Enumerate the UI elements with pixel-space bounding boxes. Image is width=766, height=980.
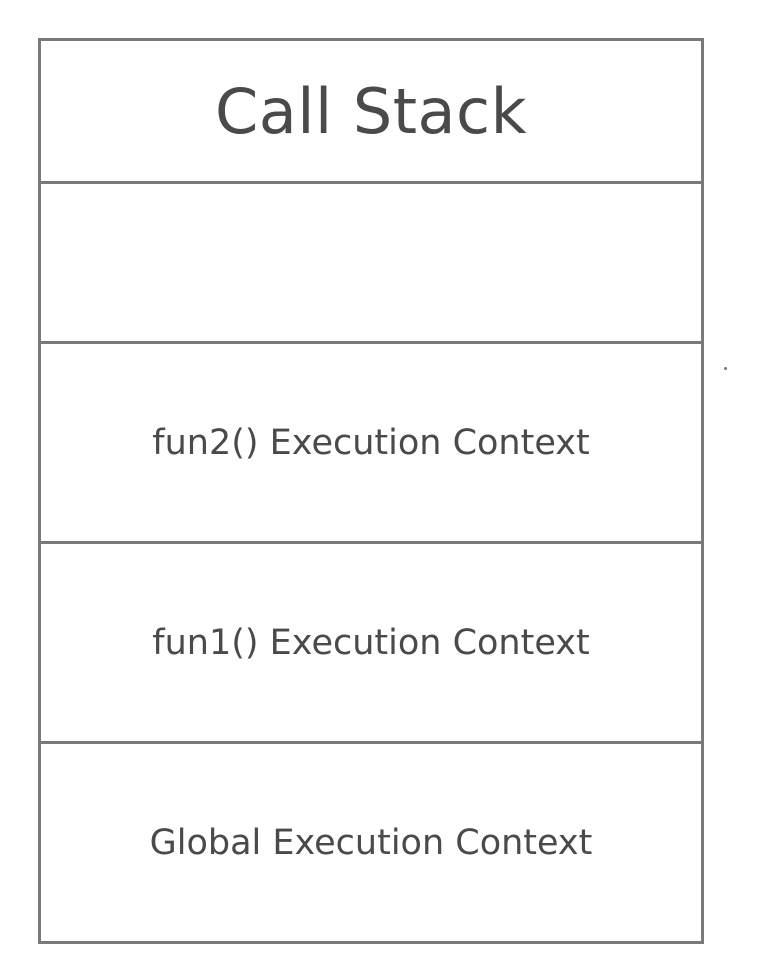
stack-frame-label: fun1() Execution Context <box>152 622 590 663</box>
call-stack-title: Call Stack <box>214 74 528 148</box>
stack-frame-empty <box>41 181 701 341</box>
call-stack-diagram: Call Stack fun2() Execution Context fun1… <box>38 38 704 944</box>
stack-frame-global: Global Execution Context <box>41 741 701 941</box>
call-stack-header: Call Stack <box>41 41 701 181</box>
stack-frame-fun2: fun2() Execution Context <box>41 341 701 541</box>
stack-frame-label: Global Execution Context <box>149 822 593 863</box>
stack-frame-fun1: fun1() Execution Context <box>41 541 701 741</box>
stray-dot <box>724 367 727 370</box>
stack-frame-label: fun2() Execution Context <box>152 422 590 463</box>
